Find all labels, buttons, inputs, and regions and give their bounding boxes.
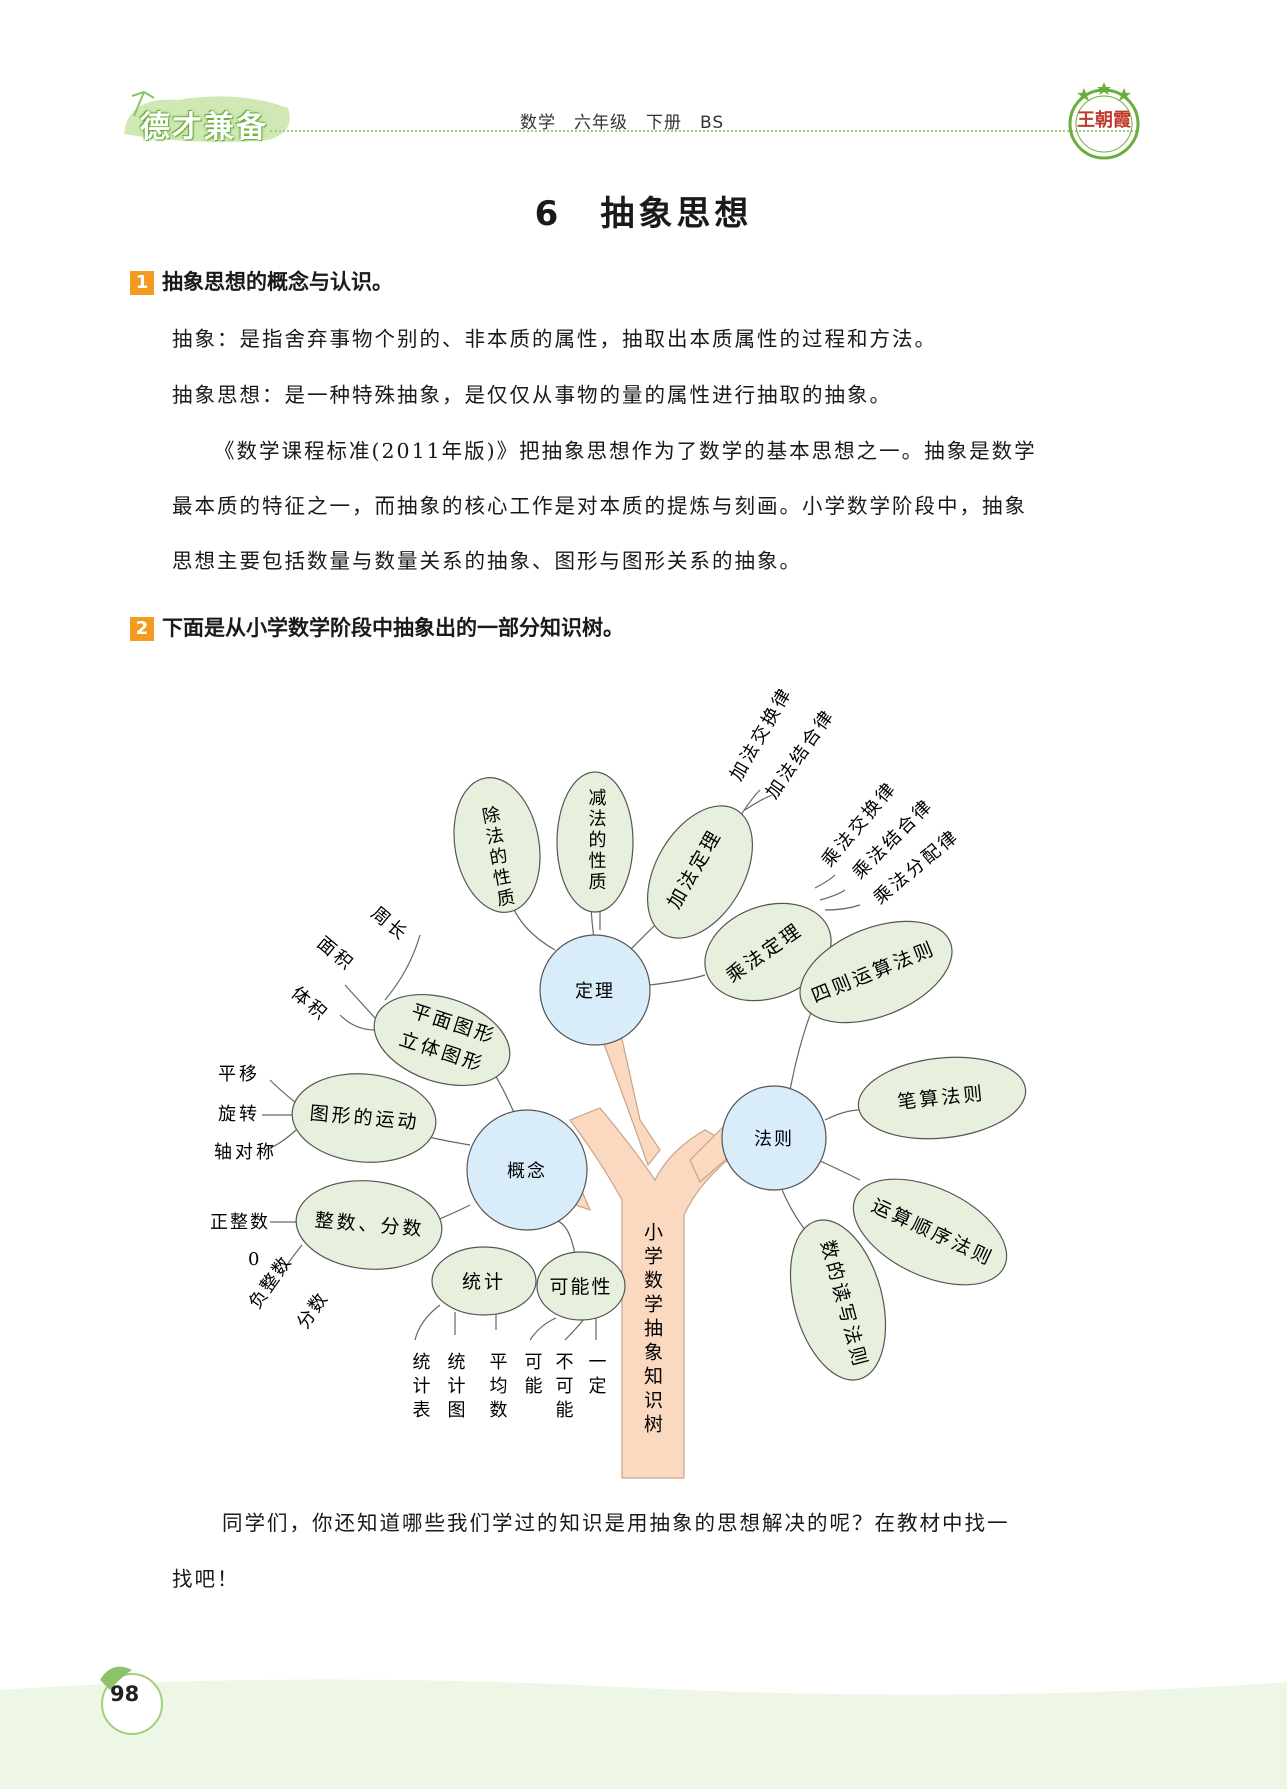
paragraph-line-1: 《数学课程标准(2011年版)》把抽象思想作为了数学的基本思想之一。抽象是数学 bbox=[214, 439, 1037, 463]
section-2-text: 下面是从小学数学阶段中抽象出的一部分知识树。 bbox=[162, 616, 624, 640]
leaf-jianfa: 减法的性质 bbox=[586, 788, 607, 893]
hub-dingli: 定理 bbox=[575, 981, 615, 1002]
section-2-number: 2 bbox=[130, 617, 154, 641]
trunk-label: 小学数学抽象知识树 bbox=[641, 1222, 663, 1438]
twig-yiding: 一定 bbox=[586, 1352, 607, 1400]
twig-zhouduichen: 轴对称 bbox=[214, 1142, 277, 1163]
closing-line-1: 同学们，你还知道哪些我们学过的知识是用抽象的思想解决的呢？在教材中找一 bbox=[222, 1511, 1010, 1535]
hub-gainian: 概念 bbox=[507, 1160, 547, 1182]
paragraph-line-2: 最本质的特征之一，而抽象的核心工作是对本质的提炼与刻画。小学数学阶段中，抽象 bbox=[172, 494, 1027, 518]
header-divider bbox=[270, 130, 1137, 132]
section-1-number: 1 bbox=[130, 271, 154, 295]
page-title: 6 抽象思想 bbox=[534, 194, 753, 234]
twig-mianji: 面积 bbox=[313, 933, 359, 976]
twig-keneng: 可能 bbox=[522, 1352, 543, 1400]
footer-background bbox=[0, 1666, 1287, 1789]
leaf-tongji: 统计 bbox=[462, 1271, 506, 1293]
brand-text: 德才兼备 bbox=[140, 110, 268, 145]
page-number: 98 bbox=[110, 1682, 140, 1706]
closing-line-2: 找吧！ bbox=[172, 1567, 240, 1591]
twig-tongjitu: 统计图 bbox=[445, 1352, 466, 1424]
hub-faze: 法则 bbox=[754, 1129, 794, 1150]
twig-pingjunshu: 平均数 bbox=[487, 1352, 508, 1424]
section-2-heading: 2 下面是从小学数学阶段中抽象出的一部分知识树。 bbox=[130, 612, 624, 642]
seal-text: 王朝霞 bbox=[1077, 110, 1131, 131]
paragraph-line-3: 思想主要包括数量与数量关系的抽象、图形与图形关系的抽象。 bbox=[172, 549, 802, 573]
section-1-heading: 1 抽象思想的概念与认识。 bbox=[130, 266, 393, 296]
author-seal bbox=[1068, 82, 1140, 160]
leaf-kenengxing: 可能性 bbox=[549, 1276, 612, 1298]
definition-abstract-thought: 抽象思想：是一种特殊抽象，是仅仅从事物的量的属性进行抽取的抽象。 bbox=[172, 383, 892, 407]
brand-logo bbox=[124, 91, 290, 142]
twig-bukeneng: 不可能 bbox=[553, 1352, 574, 1424]
twig-pingyi: 平移 bbox=[218, 1064, 260, 1085]
twig-fenshu: 分数 bbox=[293, 1288, 333, 1333]
definition-abstraction: 抽象：是指舍弃事物个别的、非本质的属性，抽取出本质属性的过程和方法。 bbox=[172, 327, 937, 351]
twig-tongjibiao: 统计表 bbox=[410, 1352, 431, 1424]
twig-zhouchang: 周长 bbox=[367, 903, 413, 946]
twig-ling: 0 bbox=[248, 1249, 259, 1270]
twig-zhengzhengshu: 正整数 bbox=[210, 1212, 270, 1233]
twig-xuanzhuan: 旋转 bbox=[218, 1104, 260, 1125]
twig-tiji: 体积 bbox=[287, 983, 333, 1026]
header-info: 数学 六年级 下册 BS bbox=[520, 113, 725, 133]
section-1-text: 抽象思想的概念与认识。 bbox=[162, 270, 393, 294]
